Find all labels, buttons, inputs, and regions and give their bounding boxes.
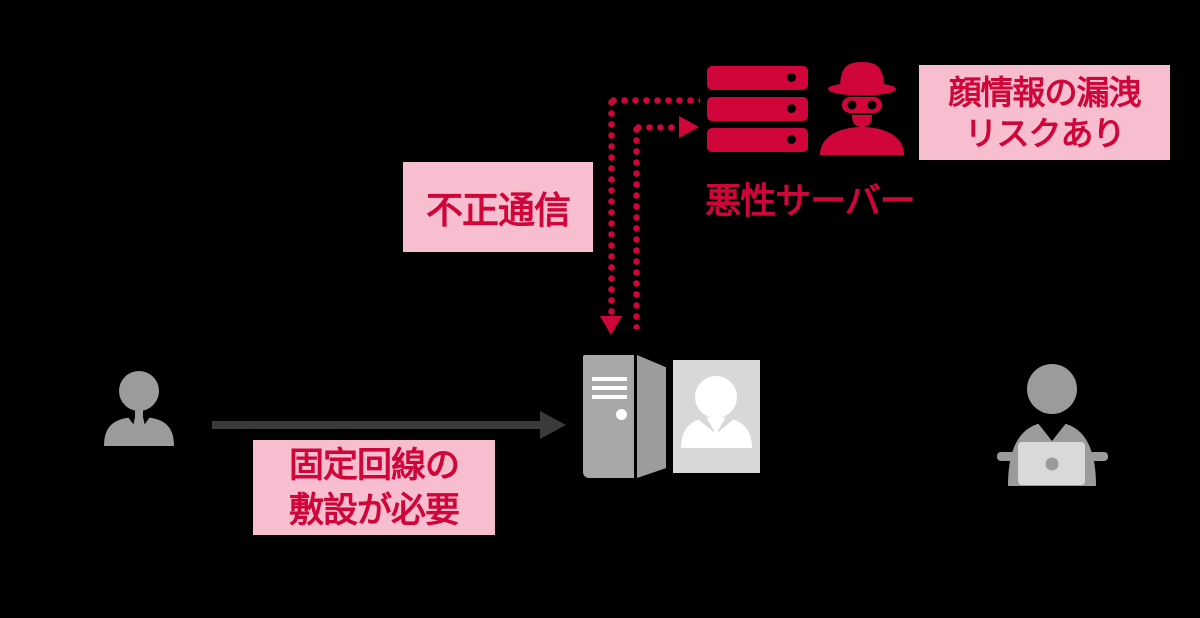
server-power-led-icon (616, 409, 627, 420)
server-vent-icon (592, 395, 627, 399)
businessman-icon (104, 371, 174, 446)
leak-risk-line2: リスクあり (964, 114, 1126, 152)
spy-icon (820, 62, 904, 155)
user-to-server-arrow (212, 421, 542, 429)
server-tower-side (637, 355, 666, 478)
rack-led-icon (787, 135, 796, 144)
malicious-flow-down-top-segment (608, 97, 700, 104)
id-photo-silhouette (681, 376, 752, 448)
malicious-server-label: 悪性サーバー (705, 180, 916, 221)
id-photo-icon (673, 360, 760, 473)
person-laptop-icon (997, 364, 1108, 486)
server-rack-icon (707, 66, 808, 159)
leak-risk-line1: 顔情報の漏洩 (948, 73, 1142, 111)
malicious-flow-down-line (608, 97, 615, 316)
user-to-server-arrowhead-icon (540, 411, 566, 439)
fixed-line-line1: 固定回線の (288, 445, 460, 485)
fixed-line-line2: 敷設が必要 (288, 490, 460, 530)
malicious-flow-up-line (633, 124, 640, 329)
rack-led-icon (787, 73, 796, 82)
server-vent-icon (592, 377, 627, 381)
rack-unit (707, 97, 808, 121)
rack-unit (707, 66, 808, 90)
arrowhead-down-icon (600, 316, 622, 335)
arrowhead-right-icon (679, 116, 699, 138)
malicious-flow-up-top-segment (633, 124, 679, 131)
unauthorized-comm-callout: 不正通信 (403, 162, 593, 252)
rack-unit (707, 128, 808, 152)
fixed-line-callout: 固定回線の 敷設が必要 (253, 440, 495, 535)
server-vent-icon (592, 386, 627, 390)
unauthorized-comm-label: 不正通信 (426, 190, 571, 231)
leak-risk-callout: 顔情報の漏洩 リスクあり (919, 65, 1170, 160)
rack-led-icon (787, 104, 796, 113)
